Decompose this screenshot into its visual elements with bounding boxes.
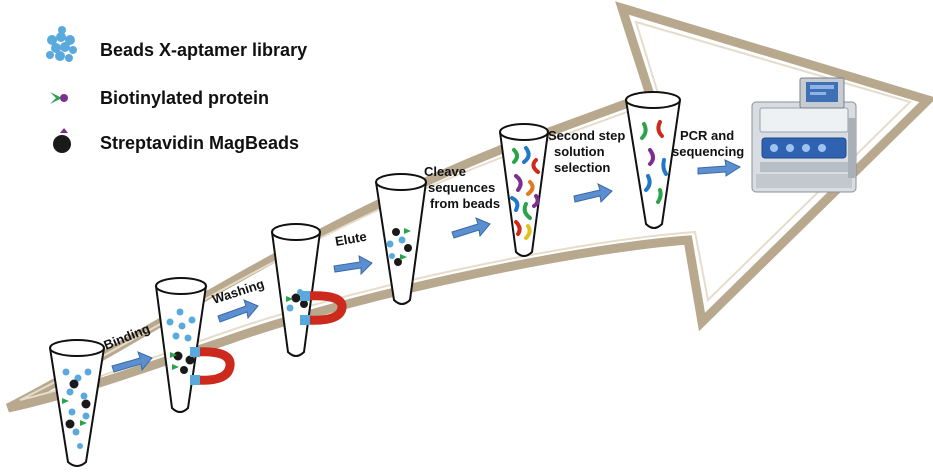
tube-3	[271, 223, 347, 357]
magnet-1	[195, 347, 235, 385]
svg-text:selection: selection	[554, 160, 610, 175]
step-label-second: Second step solution selection	[548, 128, 625, 175]
tube-4	[375, 173, 427, 305]
step-arrow-2	[217, 299, 259, 323]
svg-text:sequences: sequences	[428, 180, 495, 195]
svg-text:Second step: Second step	[548, 128, 625, 143]
step-label-binding: Binding	[102, 321, 153, 353]
step-arrows	[111, 159, 742, 373]
step-arrow-6	[697, 159, 742, 177]
tube-2	[155, 277, 235, 413]
sequencer-machine-icon	[751, 77, 857, 193]
svg-text:solution: solution	[554, 144, 605, 159]
legend-label-beads: Beads X-aptamer library	[100, 40, 307, 60]
svg-text:from beads: from beads	[430, 196, 500, 211]
step-label-pcr: PCR and sequencing	[672, 128, 744, 159]
big-process-arrow	[5, 1, 933, 413]
tube-6	[625, 91, 681, 229]
step-arrow-1	[111, 351, 153, 373]
step-arrow-3	[333, 255, 373, 276]
step-arrow-4	[451, 217, 491, 239]
svg-text:sequencing: sequencing	[672, 144, 744, 159]
svg-text:Cleave: Cleave	[424, 164, 466, 179]
svg-text:PCR and: PCR and	[680, 128, 734, 143]
legend-label-magbeads: Streptavidin MagBeads	[100, 133, 299, 153]
step-label-elute: Elute	[334, 229, 368, 249]
beads-cluster-icon	[46, 26, 77, 62]
tube-1	[49, 339, 105, 467]
step-arrow-5	[573, 183, 613, 204]
magnet-2	[305, 291, 347, 325]
magbead-icon	[53, 128, 71, 153]
big-process-arrow-inner	[19, 20, 912, 401]
protein-y-icon	[50, 92, 68, 104]
legend-label-protein: Biotinylated protein	[100, 88, 269, 108]
tube-5	[499, 123, 549, 257]
legend: Beads X-aptamer library Biotinylated pro…	[46, 26, 307, 153]
step-label-cleave: Cleave sequences from beads	[424, 164, 500, 211]
